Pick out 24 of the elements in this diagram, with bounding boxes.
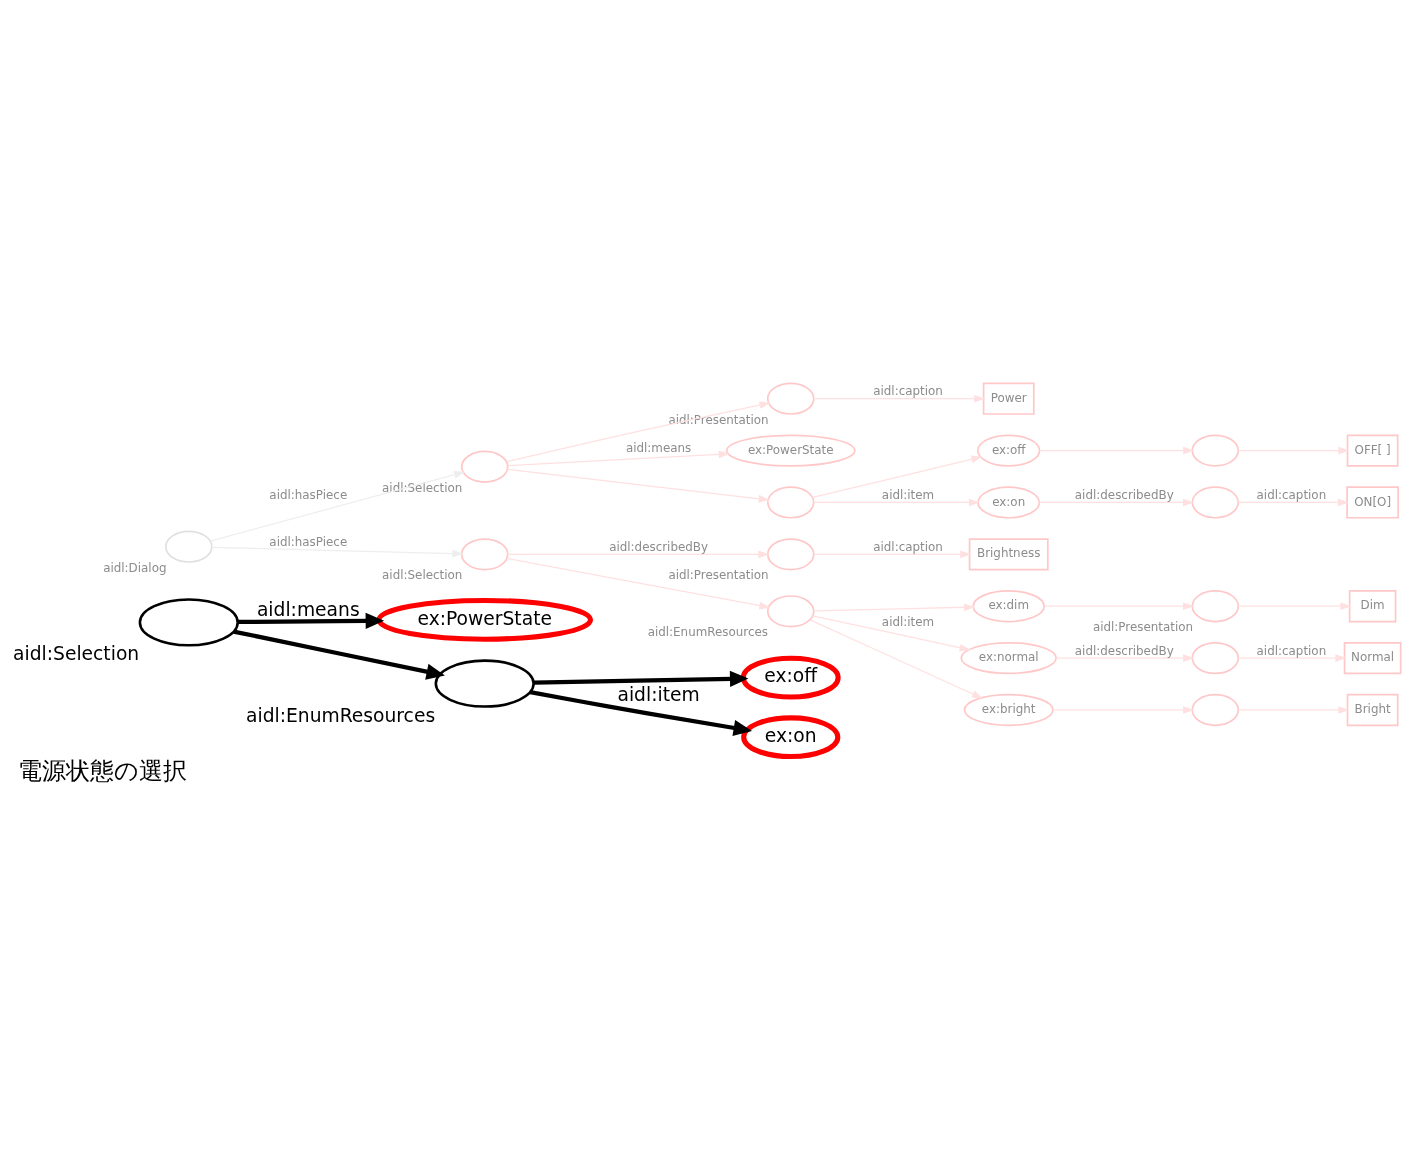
node-label: aidl:EnumResources <box>245 704 436 726</box>
edge-label: aidl:item <box>617 683 700 705</box>
edge-label: aidl:caption <box>873 383 943 398</box>
node-label: aidl:Presentation <box>668 567 769 582</box>
edge-label: aidl:describedBy <box>1074 487 1174 502</box>
edge-label: aidl:caption <box>1256 643 1327 658</box>
node-label: aidl:EnumResources <box>647 624 768 639</box>
edge-label: aidl:item <box>881 614 935 629</box>
node-label: aidl:Selection <box>382 567 463 582</box>
edge-label: aidl:means <box>625 440 692 455</box>
node-label: aidl:Dialog <box>103 560 167 575</box>
node-label: aidl:Presentation <box>668 412 769 427</box>
edge-label: aidl:caption <box>1256 487 1327 502</box>
edge-label: aidl:describedBy <box>1074 643 1174 658</box>
edge-label: aidl:item <box>881 487 935 502</box>
edge-label: aidl:means <box>256 598 360 620</box>
edge-label: aidl:caption <box>873 539 943 554</box>
node-label: aidl:Selection <box>13 642 140 664</box>
edge-label: aidl:hasPiece <box>269 534 348 549</box>
node-label: aidl:Selection <box>382 480 463 495</box>
edge-label: aidl:hasPiece <box>269 487 348 502</box>
node-label: aidl:Presentation <box>1092 619 1194 634</box>
caption: 電源状態の選択 <box>17 756 187 785</box>
edge-label: aidl:describedBy <box>609 539 709 554</box>
